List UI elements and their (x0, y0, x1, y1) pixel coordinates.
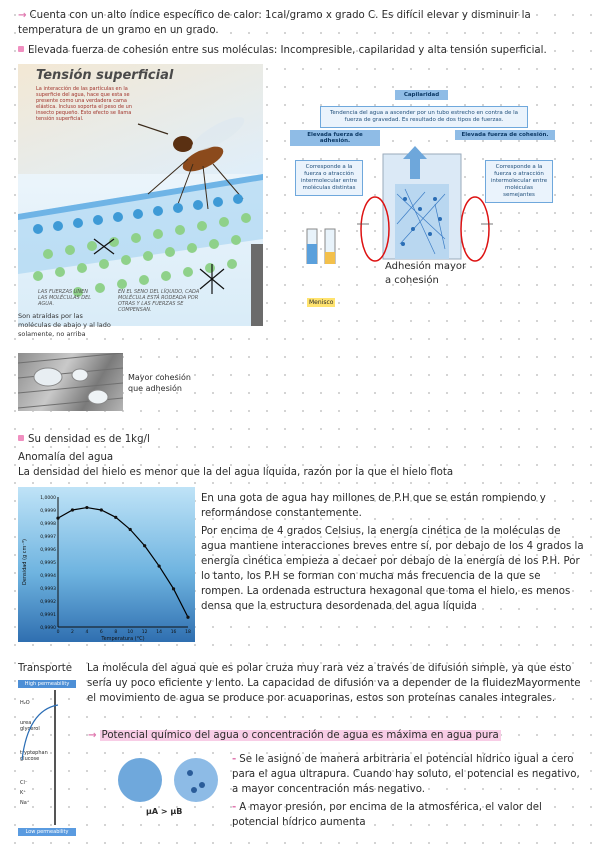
anomalia-subtitle: La densidad del hielo es menor que la de… (18, 467, 454, 478)
permeability-scale: High permeability H₂O urea glycerol tryp… (18, 680, 76, 840)
capilaridad-diagram: Capilaridad Tendencia del agua a ascende… (285, 84, 585, 314)
y-axis-label: Densidad (g cm⁻³) (22, 539, 28, 585)
y-tick-label: 0,9997 (40, 534, 56, 540)
x-tick-label: 0 (57, 629, 60, 635)
anomalia-paragraph-1: En una gota de agua hay millones de P.H … (201, 493, 546, 519)
density-curve (57, 506, 189, 618)
transporte-paragraph: La molécula del agua que es polar cruza … (87, 663, 581, 704)
bullet-icon (18, 46, 24, 52)
data-point (171, 587, 176, 591)
cohesion-definition-box: Corresponde a la fuerza o atracción inte… (485, 160, 553, 203)
y-tick-label: 0,9994 (40, 573, 56, 579)
x-tick-label: 8 (114, 629, 117, 635)
scale-top-label: High permeability (18, 680, 76, 688)
data-point (186, 615, 190, 619)
mu-relation: μA > μB (146, 807, 183, 816)
potential-spheres (118, 758, 218, 802)
x-axis-label: Temperatura (°C) (100, 636, 144, 642)
chemical-potential-figure: μA > μB (108, 745, 228, 830)
scale-item: Cl⁻ (20, 780, 28, 786)
y-tick-label: 0,9992 (40, 599, 56, 605)
capilaridad-definition: Tendencia del agua a ascender por un tub… (320, 106, 528, 128)
y-tick-label: 0,9999 (40, 508, 56, 514)
x-tick-label: 4 (85, 629, 88, 635)
y-tick-label: 0,9993 (40, 586, 56, 592)
potencial-point-1: -Se le asignó de manera arbitraria el po… (232, 754, 580, 795)
attraction-note: Son atraídas por las moléculas de abajo … (18, 312, 111, 338)
caption-right: EN EL SENO DEL LÍQUIDO, CADA MOLÉCULA ES… (118, 289, 200, 313)
potencial-line: →Potencial químico del agua o concentrac… (88, 730, 501, 741)
drops-illustration (18, 353, 123, 409)
menisco-label: Menisco (307, 298, 336, 307)
potencial-point-2: -A mayor presión, por encima de la atmos… (232, 802, 542, 828)
data-point (157, 564, 161, 568)
data-point (128, 527, 132, 532)
adhesion-label: Elevada fuerza de adhesión. (290, 130, 380, 146)
scale-item: tryptophan glucose (20, 750, 48, 762)
cohesion-label: Elevada fuerza de cohesión. (455, 130, 555, 140)
x-tick-label: 14 (156, 629, 162, 635)
x-tick-label: 10 (127, 629, 133, 635)
density-chart: 1,0000 0,9999 0,9998 0,9997 0,9996 0,9995 0,99… (18, 487, 195, 642)
capillary-tubes-illustration (306, 146, 493, 264)
x-tick-label: 18 (185, 629, 191, 635)
capilaridad-title: Capilaridad (395, 90, 448, 100)
y-tick-label: 0,9998 (40, 521, 56, 527)
scale-axis (54, 690, 56, 825)
bullet-icon (18, 435, 24, 441)
arrow-icon: → (88, 730, 97, 741)
adhesion-note: Adhesión mayor a cohesión (385, 261, 467, 286)
y-tick-label: 0,9996 (40, 547, 56, 553)
water-drops-photo (18, 353, 123, 411)
anomalia-paragraph-2: Por encima de 4 grados Celsius, la energ… (201, 526, 584, 612)
data-point (99, 508, 103, 512)
densidad-bullet: Su densidad es de 1kg/l (18, 432, 150, 447)
scale-item: Na⁺ (20, 800, 30, 806)
x-tick-label: 2 (71, 629, 74, 635)
figure-description: La interacción de las partículas en la s… (36, 86, 132, 122)
x-tick-label: 12 (142, 629, 148, 635)
calor-paragraph: →Cuenta con un alto índice específico de… (18, 10, 531, 36)
figure-sky (18, 64, 263, 174)
arrow-icon: - (232, 802, 237, 813)
adhesion-definition-box: Corresponde a la fuerza o atracción inte… (295, 160, 363, 196)
x-tick-label: 16 (171, 629, 177, 635)
scale-bottom-label: Low permeability (18, 828, 76, 836)
arrow-icon: → (18, 10, 27, 21)
caption-left: LAS FUERZAS UNEN LAS MOLÉCULAS DEL AGUA. (38, 289, 92, 307)
y-tick-label: 0,9995 (40, 560, 56, 566)
arrow-icon: - (232, 754, 237, 765)
data-point (114, 515, 118, 519)
water-molecules-illustration (18, 117, 263, 326)
y-tick-label: 1,0000 (40, 495, 56, 501)
data-point (56, 516, 60, 520)
scale-item: H₂O (20, 700, 30, 706)
y-tick-label: 0,9991 (40, 612, 56, 618)
transporte-label: Transporte (18, 663, 73, 674)
density-chart-svg: 1,0000 0,9999 0,9998 0,9997 0,9996 0,9995 0,99… (22, 495, 191, 642)
scale-arrow (21, 704, 59, 761)
anomalia-heading: Anomalía del agua (18, 452, 114, 463)
data-point (70, 508, 75, 512)
y-tick-label: 0,9990 (40, 625, 56, 631)
data-point (85, 505, 89, 510)
scale-item: K⁺ (20, 790, 26, 796)
x-tick-label: 6 (100, 629, 103, 635)
cohesion-paragraph: Elevada fuerza de cohesión entre sus mol… (18, 43, 588, 58)
data-point (143, 544, 147, 548)
tension-superficial-figure: Tensión superficial La interacción de la… (18, 64, 263, 326)
figure-title: Tensión superficial (36, 68, 174, 83)
drops-note: Mayor cohesión que adhesión (128, 373, 191, 393)
